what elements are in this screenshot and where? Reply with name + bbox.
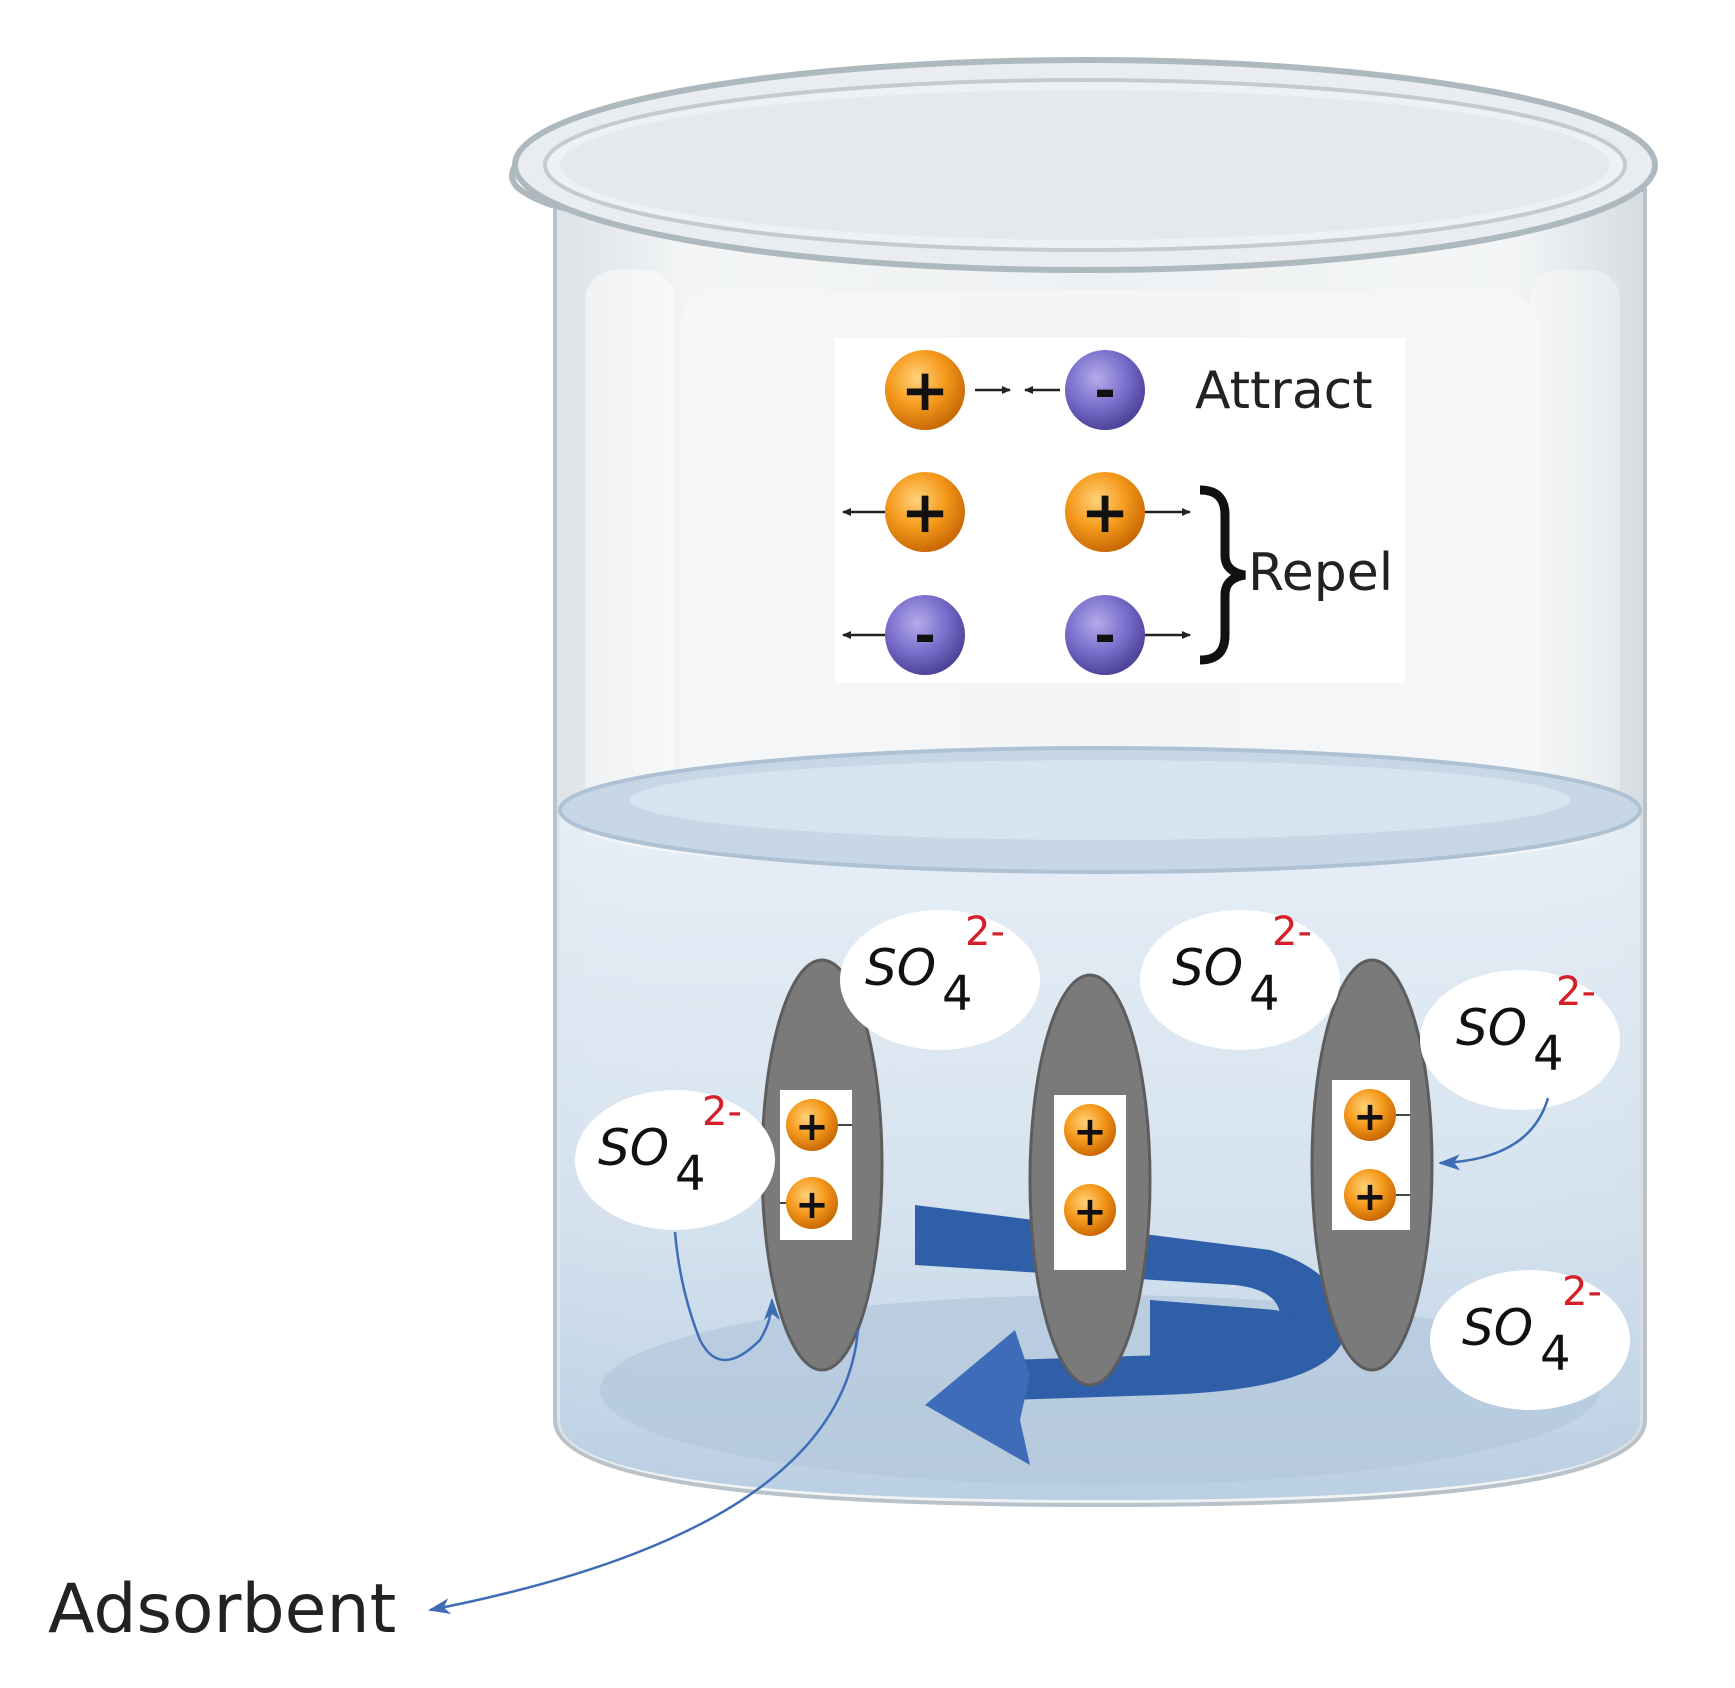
ion-formula: SO bbox=[1456, 999, 1527, 1057]
positive-charge-icon bbox=[1344, 1169, 1396, 1221]
ion-subscript: 4 bbox=[1249, 966, 1280, 1022]
ion-bubble bbox=[1420, 970, 1620, 1110]
repel-rows: + + - - Repel bbox=[842, 472, 1393, 675]
beaker-opening bbox=[560, 90, 1610, 240]
positive-sign: + bbox=[1353, 1174, 1387, 1220]
ion-subscript: 4 bbox=[942, 966, 973, 1022]
ion-bubble bbox=[1430, 1270, 1630, 1410]
sulfate-ion: SO 4 2- bbox=[1420, 969, 1620, 1110]
positive-charge-icon bbox=[885, 472, 965, 552]
ion-formula: SO bbox=[1462, 1299, 1533, 1357]
ion-migration-arrow bbox=[1438, 1097, 1550, 1171]
sulfate-ion: SO 4 2- bbox=[1140, 909, 1340, 1050]
positive-charge-icon bbox=[1344, 1089, 1396, 1141]
positive-sign: + bbox=[1073, 1189, 1107, 1235]
ion-charge: 2- bbox=[965, 909, 1005, 955]
ion-charge: 2- bbox=[1556, 969, 1596, 1015]
positive-charge-icon bbox=[1064, 1104, 1116, 1156]
repel-brace-icon bbox=[1199, 485, 1246, 665]
sulfate-ion: SO 4 2- bbox=[840, 909, 1040, 1050]
positive-sign: + bbox=[1353, 1094, 1387, 1140]
repel-label: Repel bbox=[1248, 543, 1393, 603]
water-surface-highlight bbox=[630, 760, 1570, 840]
positive-charge-icon bbox=[1064, 1184, 1116, 1236]
positive-charge-icon bbox=[885, 350, 965, 430]
ion-bubble bbox=[1140, 910, 1340, 1050]
ion-bubble bbox=[575, 1090, 775, 1230]
positive-charge-icon bbox=[786, 1177, 838, 1229]
ion-subscript: 4 bbox=[675, 1146, 706, 1202]
ion-bubble bbox=[840, 910, 1040, 1050]
positive-sign: + bbox=[1081, 478, 1130, 546]
sulfate-ion: SO 4 2- bbox=[575, 1089, 775, 1230]
negative-sign: - bbox=[1094, 361, 1116, 421]
stir-arrow-band bbox=[915, 1205, 1346, 1400]
adsorbent-particle: + + bbox=[1028, 973, 1152, 1387]
negative-charge-icon bbox=[885, 595, 965, 675]
ion-formula: SO bbox=[1172, 939, 1243, 997]
positive-sign: + bbox=[901, 356, 950, 424]
stir-arrow bbox=[915, 1205, 1346, 1465]
ion-charge: 2- bbox=[1562, 1269, 1602, 1315]
positive-sign: + bbox=[795, 1104, 829, 1150]
ion-formula: SO bbox=[598, 1119, 669, 1177]
adsorbent-pointer-arrow bbox=[428, 1329, 860, 1615]
ion-charge: 2- bbox=[702, 1089, 742, 1135]
negative-sign: - bbox=[1094, 606, 1116, 666]
adsorbent-group: + + + + + + bbox=[760, 958, 1434, 1387]
sulfate-ion: SO 4 2- bbox=[1430, 1269, 1630, 1410]
negative-sign: - bbox=[914, 606, 936, 666]
negative-charge-icon bbox=[1065, 595, 1145, 675]
legend: + - Attract + + - - Repel bbox=[835, 338, 1405, 683]
ion-migration-arrow bbox=[673, 1231, 780, 1362]
ion-subscript: 4 bbox=[1533, 1026, 1564, 1082]
positive-charge-icon bbox=[786, 1099, 838, 1151]
positive-sign: + bbox=[901, 478, 950, 546]
ion-formula: SO bbox=[865, 939, 936, 997]
stir-arrow-head bbox=[925, 1330, 1030, 1465]
adsorbent-label: Adsorbent bbox=[48, 1570, 396, 1649]
attract-row: + - Attract bbox=[885, 350, 1373, 430]
ion-subscript: 4 bbox=[1540, 1326, 1571, 1382]
stir-arrow-front bbox=[1150, 1300, 1300, 1356]
adsorbent-particle: + + bbox=[1310, 958, 1434, 1372]
attract-label: Attract bbox=[1195, 361, 1373, 421]
positive-sign: + bbox=[1073, 1109, 1107, 1155]
positive-charge-icon bbox=[1065, 472, 1145, 552]
ion-charge: 2- bbox=[1272, 909, 1312, 955]
negative-charge-icon bbox=[1065, 350, 1145, 430]
positive-sign: + bbox=[795, 1182, 829, 1228]
